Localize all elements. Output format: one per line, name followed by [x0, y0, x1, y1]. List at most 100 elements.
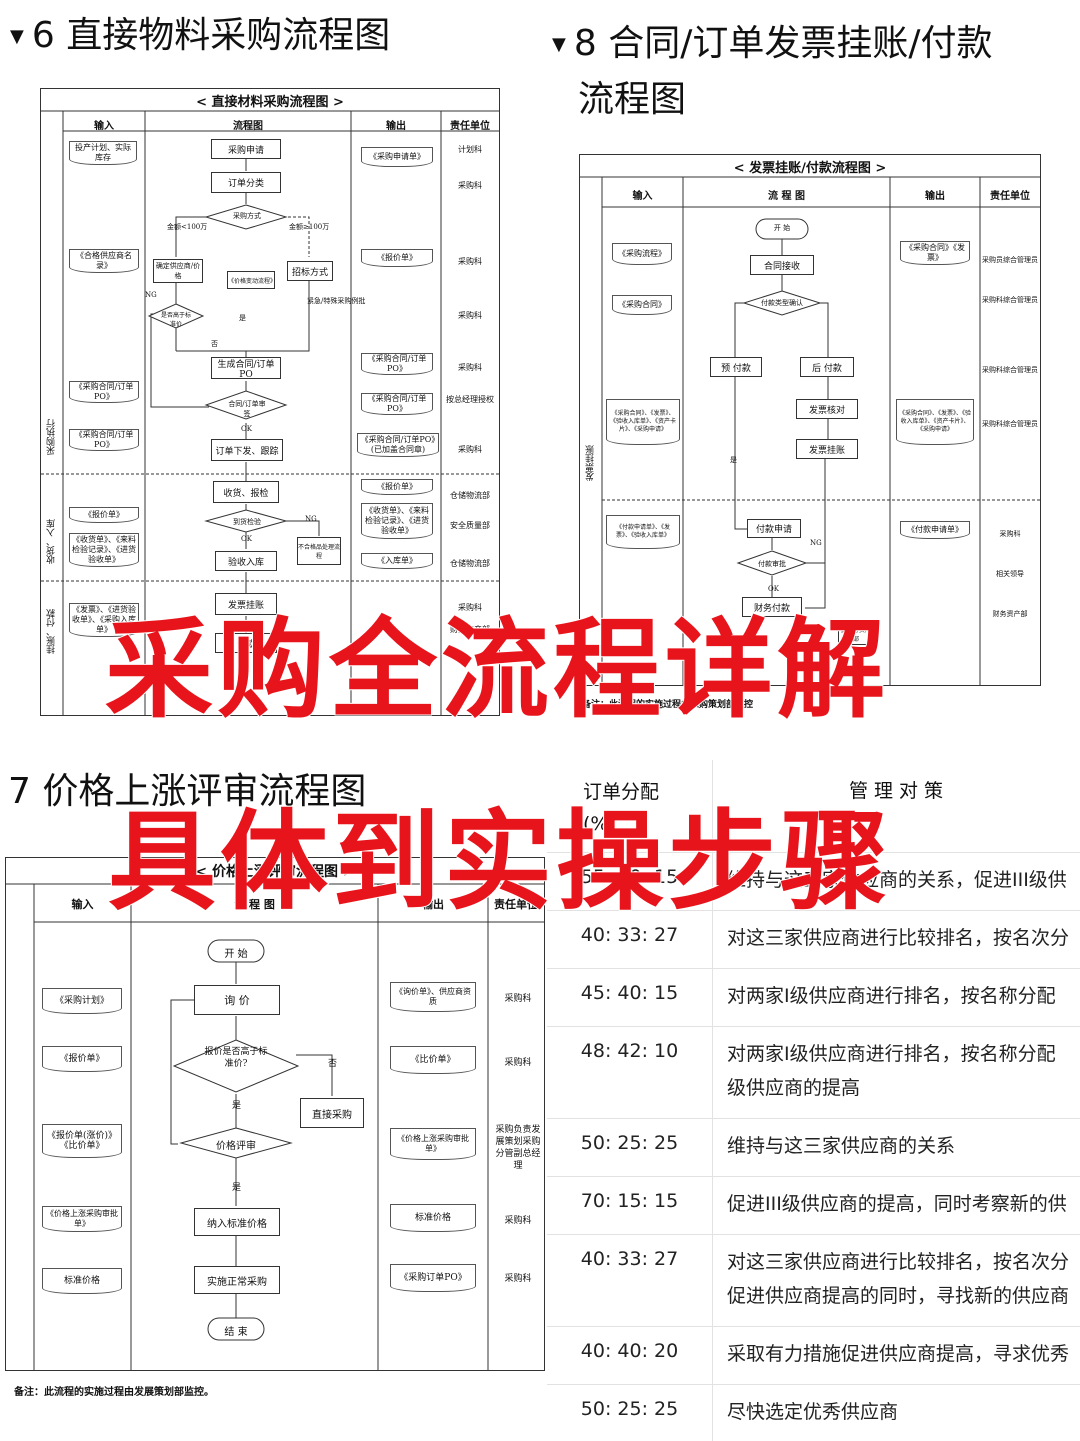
section-6-title: 6 直接物料采购流程图 — [31, 15, 391, 56]
collapse-triangle-icon[interactable]: ▼ — [552, 34, 566, 55]
flowchart-title: < 直接材料采购流程图 > — [196, 95, 344, 110]
section-8-title-line1: 8 合同/订单发票挂账/付款 — [573, 23, 993, 64]
flow-label: 金额≥100万 — [289, 223, 330, 231]
flow-node: 合同接收 — [750, 255, 814, 275]
flowchart-invoice-payment: < 发票挂账/付款流程图 > 输入 流 程 图 — [579, 154, 1041, 686]
flow-decision: 到货检验 — [233, 518, 261, 526]
resp-unit: 采购科 — [458, 603, 482, 612]
header-ratio-label: 订单分配(%) — [583, 781, 660, 835]
flow-node: 付款 — [215, 633, 277, 653]
flow-node: 后 付款 — [800, 357, 854, 377]
strategy-cell: 促进供应商提高的同时，寻找新的供应商 — [727, 1285, 1070, 1307]
flowchart-direct-material-purchase: < 直接材料采购流程图 > — [40, 88, 500, 716]
input-doc: 《价格上涨采购审批单》 — [42, 1206, 122, 1232]
flow-label: OK — [768, 585, 779, 593]
lane-label: 挂账、付款 — [47, 609, 57, 654]
overlay-headline: 采购全流程详解 — [104, 607, 890, 734]
flow-node: 收货、报检 — [213, 481, 279, 503]
output-doc: 《采购合同》、《发票》、《验收入库单》、《资产卡片》、《采购申请》 — [896, 399, 974, 445]
section-7-title: 7 价格上涨评审流程图 — [8, 771, 367, 812]
table-row: 50: 25: 25 维持与这三家供应商的关系 — [547, 1118, 1080, 1177]
col-header-flow: 流 程 图 — [234, 898, 275, 911]
resp-unit: 采购科综合管理员 — [982, 420, 1038, 428]
flow-node: 纳入标准价格 — [194, 1208, 280, 1236]
flow-label: 是 — [730, 456, 737, 464]
flow-node: 订单下发、跟踪 — [211, 439, 283, 461]
section-8-heading[interactable]: ▼ 8 合同/订单发票挂账/付款 — [552, 22, 992, 67]
flow-label: 紧急/特殊采购例批 — [307, 297, 366, 305]
order-allocation-table: 订单分配(%) 管 理 对 策 55: 30: 15 维持与这三家供应商的关系，… — [547, 760, 1080, 1441]
resp-unit: 相关领导 — [996, 570, 1024, 578]
resp-unit: 财务资产部 — [450, 625, 490, 634]
output-doc: 《比价单》 — [390, 1046, 476, 1074]
input-doc: 《报价单》 — [69, 507, 139, 523]
strategy-cell: 对两家I级供应商进行排名，按名称分配 — [727, 1043, 1056, 1065]
flow-decision: 是否高于标准价 — [161, 312, 192, 328]
flow-decision: 价格评审 — [216, 1141, 256, 1152]
output-doc: 《采购合同/订单PO》 — [361, 353, 433, 375]
resp-unit: 安全质量部 — [450, 521, 490, 530]
flow-node: 询 价 — [194, 985, 280, 1015]
flowchart-title: < 价格上涨评审流程图 > — [195, 864, 355, 880]
table-row: 70: 15: 15 促进III级供应商的提高，同时考察新的供 — [547, 1176, 1080, 1235]
flow-label: 是 — [239, 314, 246, 322]
flow-node: 确定供应商/价格 — [153, 259, 203, 283]
flow-label: 否 — [211, 340, 218, 348]
output-doc: 《询价单》、供应商资质 — [390, 982, 476, 1012]
resp-unit: 采购科 — [458, 181, 482, 190]
resp-unit: 采购科综合管理员 — [982, 366, 1038, 374]
col-header-input: 输入 — [94, 121, 114, 132]
resp-unit: 仓储物流部 — [450, 491, 490, 500]
flow-node: 《价格变动流程》 — [227, 271, 276, 289]
output-doc: 《付款申请单》 — [900, 521, 970, 539]
strategy-cell: 维持与这三家供应商的关系 — [727, 1135, 956, 1157]
resp-unit: 采购科 — [504, 1058, 532, 1068]
strategy-cell: 对这三家供应商进行比较排名，按名次分 — [727, 1251, 1070, 1273]
flow-decision: 合同/订单审签 — [228, 400, 266, 418]
input-doc: 《合格供应商名录》 — [69, 249, 139, 273]
table-header-ratio: 订单分配(%) — [547, 760, 712, 853]
flow-label: 是 — [232, 1101, 242, 1111]
col-header-unit: 责任单位 — [990, 191, 1030, 202]
resp-unit: 计划科 — [458, 145, 482, 154]
flow-label: NG — [810, 539, 822, 547]
column-divider — [712, 760, 713, 1441]
ratio-cell: 45: 40: 15 — [580, 982, 679, 1004]
flow-label: NG — [305, 515, 317, 523]
ratio-cell: 40: 33: 27 — [580, 1248, 679, 1270]
flow-node: 发票核对 — [796, 399, 858, 419]
input-doc: 《采购计划》 — [42, 988, 122, 1014]
flow-label: OK — [241, 535, 252, 543]
resp-unit: 采购科综合管理员 — [982, 296, 1038, 304]
flow-label: 金额<100万 — [167, 223, 208, 231]
flow-terminal: 开 始 — [773, 224, 791, 232]
input-doc: 《付款申请单》、《发票》、《验收入库单》 — [606, 515, 680, 549]
col-header-input: 输入 — [632, 191, 653, 202]
flow-label: NG — [145, 291, 157, 299]
ratio-cell: 55: 30: 15 — [580, 866, 679, 888]
resp-unit: 仓储物流部 — [450, 559, 490, 568]
table-row: 40: 40: 20 采取有力措施促进供应商提高，寻求优秀 — [547, 1326, 1080, 1385]
collapse-triangle-icon[interactable]: ▼ — [10, 26, 24, 47]
strategy-cell: 采取有力措施促进供应商提高，寻求优秀 — [727, 1343, 1070, 1365]
flow-node: 直接采购 — [300, 1098, 364, 1128]
output-doc: 标准价格 — [390, 1204, 476, 1232]
strategy-cell: 维持与这三家供应商的关系，促进III级供 — [727, 869, 1067, 891]
input-doc: 《报价单》 — [42, 1046, 122, 1072]
flowchart-8-lines — [580, 176, 1040, 685]
header-strategy-label: 管 理 对 策 — [848, 780, 944, 802]
flowchart-6-lines — [41, 110, 499, 715]
input-doc: 《采购合同》 — [612, 295, 672, 315]
resp-unit: 采购科 — [504, 1274, 532, 1284]
overlay-subheadline: 具体到实操步骤 — [107, 799, 893, 926]
col-header-flow: 流 程 图 — [768, 191, 805, 202]
resp-unit: 采购科 — [458, 363, 482, 372]
section-6-heading[interactable]: ▼ 6 直接物料采购流程图 — [10, 14, 390, 59]
output-doc: 《采购合同》《发 票》 — [900, 241, 970, 265]
col-header-flow: 流程图 — [233, 121, 263, 132]
flow-label: OK — [241, 425, 252, 433]
ratio-cell: 40: 40: 20 — [580, 1340, 679, 1362]
flow-decision: 付款类型确认 — [761, 299, 803, 307]
resp-unit: 采购科 — [458, 257, 482, 266]
flow-label: 是 — [232, 1183, 242, 1193]
